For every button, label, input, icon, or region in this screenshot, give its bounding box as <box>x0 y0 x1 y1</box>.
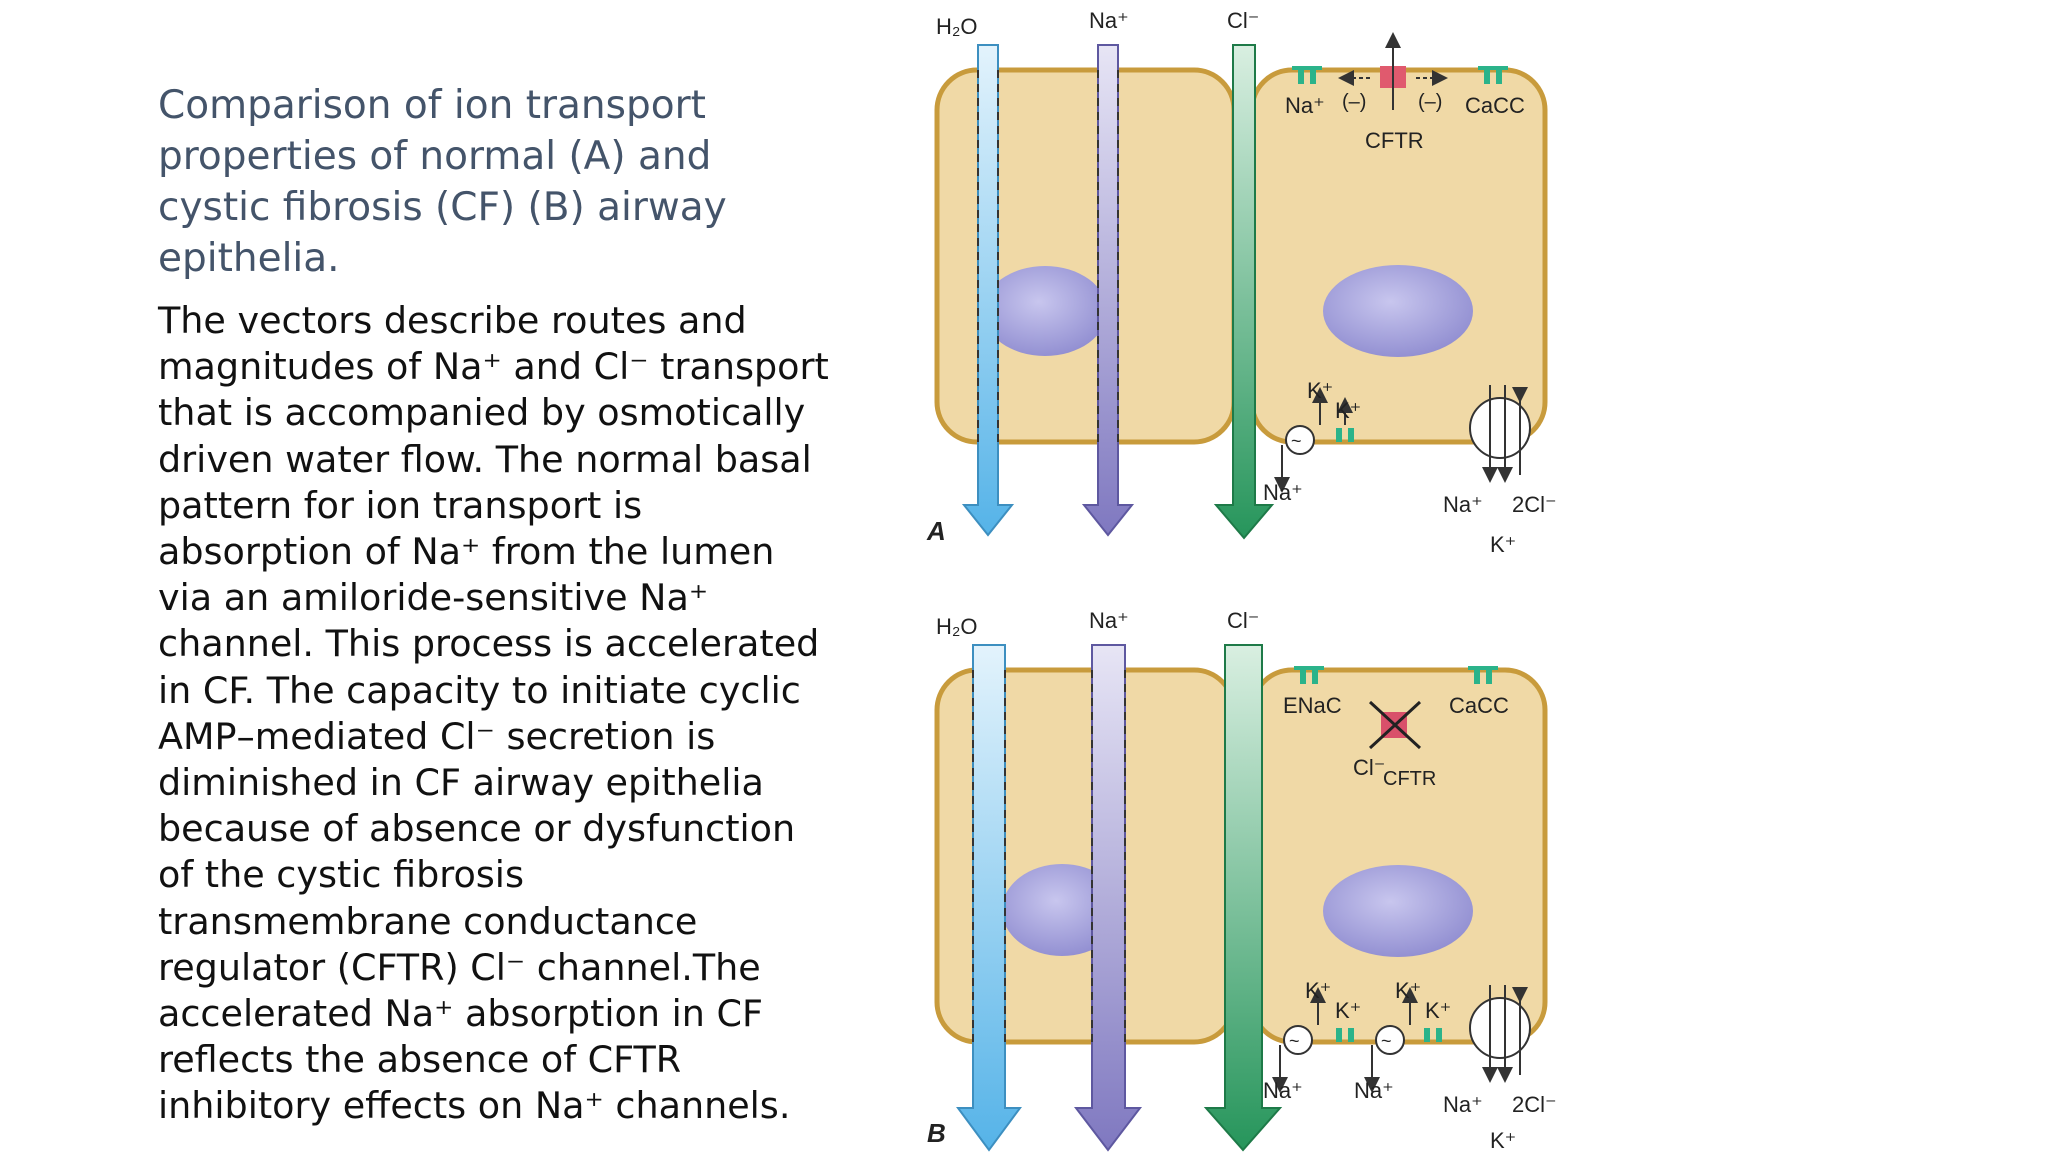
label-water: H₂O <box>936 14 978 39</box>
cacc-channel-icon <box>1496 68 1502 84</box>
k-channel-icon <box>1348 428 1354 442</box>
basolateral-a: ~ <box>1274 385 1531 493</box>
basolateral-b: ~ ~ <box>1272 985 1531 1093</box>
cotrans-cl-label: 2Cl⁻ <box>1512 492 1557 517</box>
sodium-flow-arrow-a <box>1081 44 1135 537</box>
cl-label: Cl⁻ <box>1353 755 1385 780</box>
k-channel-icon <box>1348 1028 1354 1042</box>
k-out-label: K⁺ <box>1307 378 1333 403</box>
k-channel-icon <box>1436 1028 1442 1042</box>
title-line: cystic fibrosis (CF) (B) airway <box>158 185 727 230</box>
cacc-channel-icon <box>1486 668 1492 684</box>
cacc-label: CaCC <box>1449 693 1509 718</box>
body-line: driven water flow. The normal basal <box>158 437 812 481</box>
chloride-flow-arrow-b <box>1203 644 1283 1152</box>
label-chloride: Cl⁻ <box>1227 608 1259 633</box>
cftr-label: CFTR <box>1365 128 1424 153</box>
body-line: of the cystic fibrosis <box>158 853 524 897</box>
apical-channels-b <box>1294 666 1498 750</box>
cotransporter-icon <box>1469 997 1531 1059</box>
cotrans-na-label: Na⁺ <box>1443 492 1483 517</box>
body-line: magnitudes of Na⁺ and Cl⁻ transport <box>158 345 829 389</box>
body-line: absorption of Na⁺ from the lumen <box>158 530 775 574</box>
cacc-channel-icon <box>1474 668 1480 684</box>
body-line: via an amiloride-sensitive Na⁺ <box>158 576 709 620</box>
k-out-label: K⁺ <box>1395 978 1421 1003</box>
enac-label: ENaC <box>1283 693 1342 718</box>
title-line: epithelia. <box>158 236 340 281</box>
cotrans-k-label: K⁺ <box>1490 532 1516 557</box>
k-channel-icon <box>1336 428 1342 442</box>
panel-a: H₂O Na⁺ Cl⁻ Na⁺ (–) (–) CaCC CF <box>926 8 1557 557</box>
na-channel-icon <box>1298 68 1304 84</box>
body-line: regulator (CFTR) Cl⁻ channel.The <box>158 945 761 989</box>
title-line: properties of normal (A) and <box>158 134 712 179</box>
na-channel-icon <box>1292 66 1322 70</box>
pump-symbol: ~ <box>1289 1031 1300 1051</box>
body-line: that is accompanied by osmotically <box>158 391 806 435</box>
enac-channel-icon <box>1300 668 1306 684</box>
na-pump-label: Na⁺ <box>1263 480 1303 505</box>
na-pump-label: Na⁺ <box>1263 1078 1303 1103</box>
body-line: because of absence or dysfunction <box>158 807 796 851</box>
body-line: diminished in CF airway epithelia <box>158 761 764 805</box>
k-channel-icon <box>1424 1028 1430 1042</box>
k-out-label: K⁺ <box>1305 978 1331 1003</box>
chloride-flow-arrow-a <box>1213 44 1275 540</box>
title-line: Comparison of ion transport <box>158 83 706 128</box>
cotrans-k-label: K⁺ <box>1490 1128 1516 1152</box>
body-line: pattern for ion transport is <box>158 483 643 527</box>
cotrans-na-label: Na⁺ <box>1443 1092 1483 1117</box>
body-line: reflects the absence of CFTR <box>158 1038 682 1082</box>
cacc-label: CaCC <box>1465 93 1525 118</box>
body-line: accelerated Na⁺ absorption in CF <box>158 992 763 1036</box>
pump-symbol: ~ <box>1291 431 1302 451</box>
cotrans-cl-label: 2Cl⁻ <box>1512 1092 1557 1117</box>
nucleus-right-a <box>1323 265 1473 357</box>
minus-right-label: (–) <box>1418 91 1442 113</box>
cftr-label: CFTR <box>1383 768 1436 790</box>
nucleus-right-b <box>1323 865 1473 957</box>
cross-icon <box>1368 700 1422 750</box>
pump-icon <box>1283 1025 1313 1055</box>
k-channel-label: K⁺ <box>1335 998 1361 1023</box>
body-line: transmembrane conductance <box>158 899 698 943</box>
cacc-channel-icon <box>1478 66 1508 70</box>
nucleus-left-a <box>983 266 1107 356</box>
apical-channels-a <box>1292 32 1508 110</box>
water-flow-arrow-a <box>961 44 1015 537</box>
panel-b-label: B <box>927 1118 946 1148</box>
label-sodium: Na⁺ <box>1089 8 1129 33</box>
label-sodium: Na⁺ <box>1089 608 1129 633</box>
label-water: H₂O <box>936 614 978 639</box>
enac-channel-icon <box>1294 666 1324 670</box>
pump-icon <box>1375 1025 1405 1055</box>
panel-b: H₂O Na⁺ Cl⁻ ENaC CaCC Cl⁻ CFTR <box>927 608 1557 1152</box>
k-channel-label: K⁺ <box>1425 998 1451 1023</box>
na-pump-label: Na⁺ <box>1354 1078 1394 1103</box>
cell-right-a <box>1249 67 1548 445</box>
body-line: inhibitory effects on Na⁺ channels. <box>158 1084 791 1128</box>
na-channel-icon <box>1310 68 1316 84</box>
apical-na-label: Na⁺ <box>1285 93 1325 118</box>
panel-a-label: A <box>926 516 946 546</box>
k-channel-label: K⁺ <box>1335 398 1361 423</box>
pump-symbol: ~ <box>1381 1031 1392 1051</box>
cacc-channel-icon <box>1484 68 1490 84</box>
label-chloride: Cl⁻ <box>1227 8 1259 33</box>
k-channel-icon <box>1336 1028 1342 1042</box>
body-line: The vectors describe routes and <box>158 299 747 342</box>
cotransporter-icon <box>1469 397 1531 459</box>
body-line: channel. This process is accelerated <box>158 622 820 666</box>
body-line: AMP–mediated Cl⁻ secretion is <box>158 714 716 758</box>
minus-left-label: (–) <box>1342 91 1366 113</box>
pump-icon <box>1285 425 1315 455</box>
enac-channel-icon <box>1312 668 1318 684</box>
cacc-channel-icon <box>1468 666 1498 670</box>
body-line: in CF. The capacity to initiate cyclic <box>158 668 801 712</box>
slide-title: Comparison of ion transport properties o… <box>158 80 798 284</box>
slide-body: The vectors describe routes and magnitud… <box>158 298 829 1130</box>
